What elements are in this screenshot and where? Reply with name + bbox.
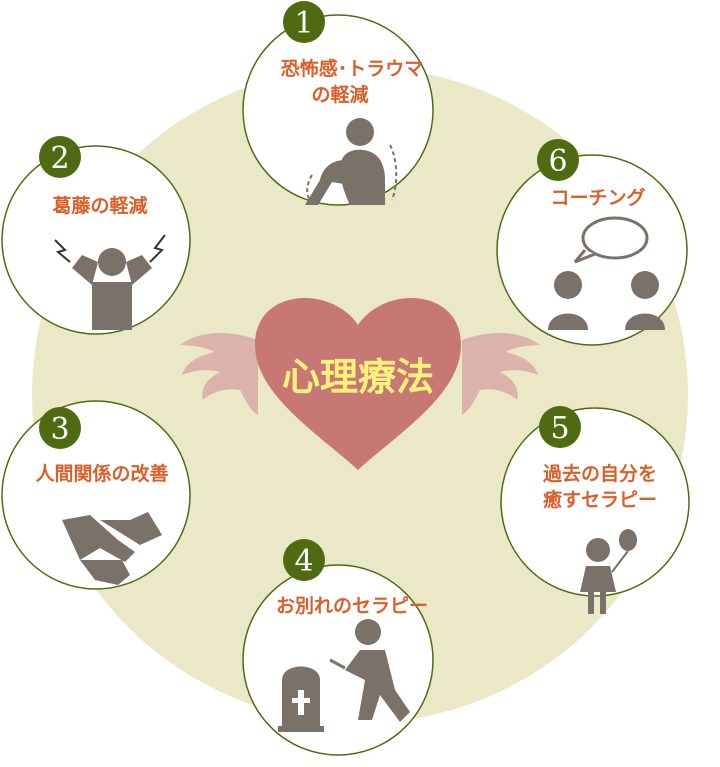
badge-3: [39, 407, 81, 449]
stressed-person-icon: [54, 234, 166, 330]
item-label: 葛藤の軽減: [51, 194, 147, 217]
badge-number: 1: [294, 6, 313, 41]
child-balloon-icon: [580, 529, 637, 614]
badge-4: [283, 539, 325, 581]
center-title: 心理療法: [282, 354, 434, 399]
item-label: コーチング: [550, 186, 645, 209]
badge-5: [539, 406, 581, 448]
right-wing-icon: [462, 333, 540, 415]
badge-number: 3: [50, 412, 69, 447]
left-wing-icon: [180, 333, 258, 415]
item-label: の軽減: [311, 83, 368, 106]
item-label: 人間関係の改善: [35, 462, 168, 485]
badge-number: 5: [550, 411, 569, 446]
item-label: 過去の自分を: [543, 462, 657, 485]
handshake-icon: [62, 512, 162, 585]
badge-number: 6: [548, 144, 567, 179]
item-4-farewell[interactable]: 4 お別れのセラピー: [242, 539, 434, 756]
item-2-conflict[interactable]: 2 葛藤の軽減: [1, 136, 191, 335]
grave-flower-icon: [278, 619, 410, 732]
badge-number: 2: [50, 141, 69, 176]
item-6-coaching[interactable]: 6 コーチング: [496, 139, 688, 346]
item-label: お別れのセラピー: [276, 595, 428, 617]
item-1-trauma[interactable]: 1 恐怖感･トラウマ の軽減: [242, 1, 434, 206]
item-3-relationships[interactable]: 3 人間関係の改善: [1, 400, 191, 590]
badge-6: [537, 139, 579, 181]
item-5-past-self[interactable]: 5 過去の自分を 癒すセラピー: [500, 406, 690, 614]
two-people-talking-icon: [548, 216, 665, 330]
item-label: 恐怖感･トラウマ: [281, 57, 424, 80]
badge-1: [283, 1, 325, 43]
badge-number: 4: [294, 544, 313, 579]
item-label: 癒すセラピー: [543, 488, 657, 511]
badge-2: [39, 136, 81, 178]
heart-icon: [255, 298, 461, 470]
person-hugging-knees-icon: [305, 118, 398, 205]
heart-with-wings: 心理療法: [180, 298, 540, 470]
